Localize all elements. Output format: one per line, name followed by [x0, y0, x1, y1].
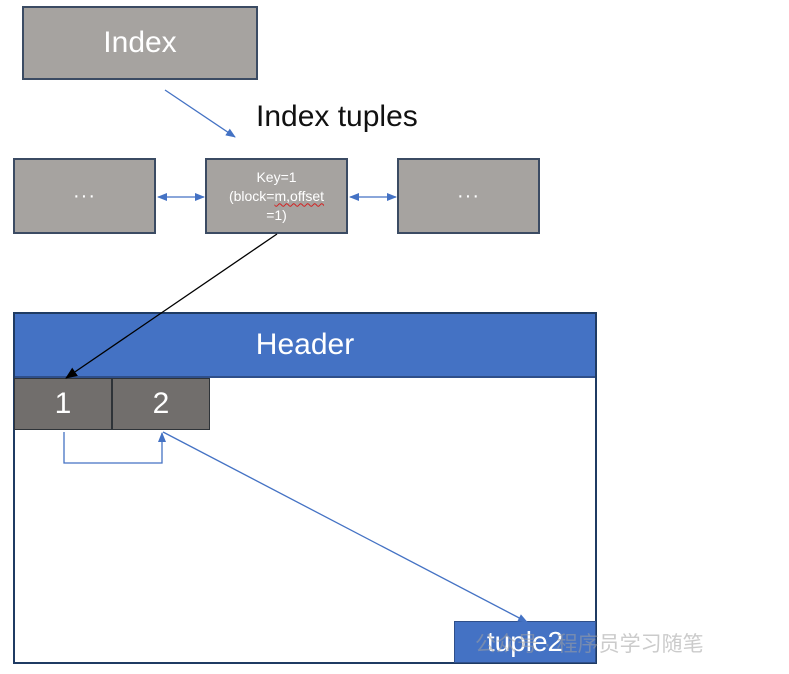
- index-to-tuples-arrow: [164, 89, 236, 138]
- key-line-2: (block=m,offset: [229, 187, 324, 206]
- index-tuples-label: Index tuples: [256, 100, 418, 133]
- page-header: Header: [15, 314, 595, 378]
- key-line-1: Key=1: [256, 168, 297, 185]
- line-pointer-2: 2: [112, 378, 210, 430]
- index-tuple-key: Key=1 (block=m,offset =1): [205, 158, 348, 234]
- key-line-2-spellcheck-word: m,offset: [274, 187, 325, 204]
- key-line-2-prefix: (block=: [228, 187, 275, 204]
- tuple2-box: tuple2: [454, 621, 596, 663]
- index-tuple-right: ···: [397, 158, 540, 234]
- key-line-3: =1): [266, 206, 287, 223]
- heap-page: Header: [13, 312, 597, 664]
- line-pointer-1: 1: [14, 378, 112, 430]
- index-tuple-left: ···: [13, 158, 156, 234]
- index-box: Index: [22, 6, 258, 80]
